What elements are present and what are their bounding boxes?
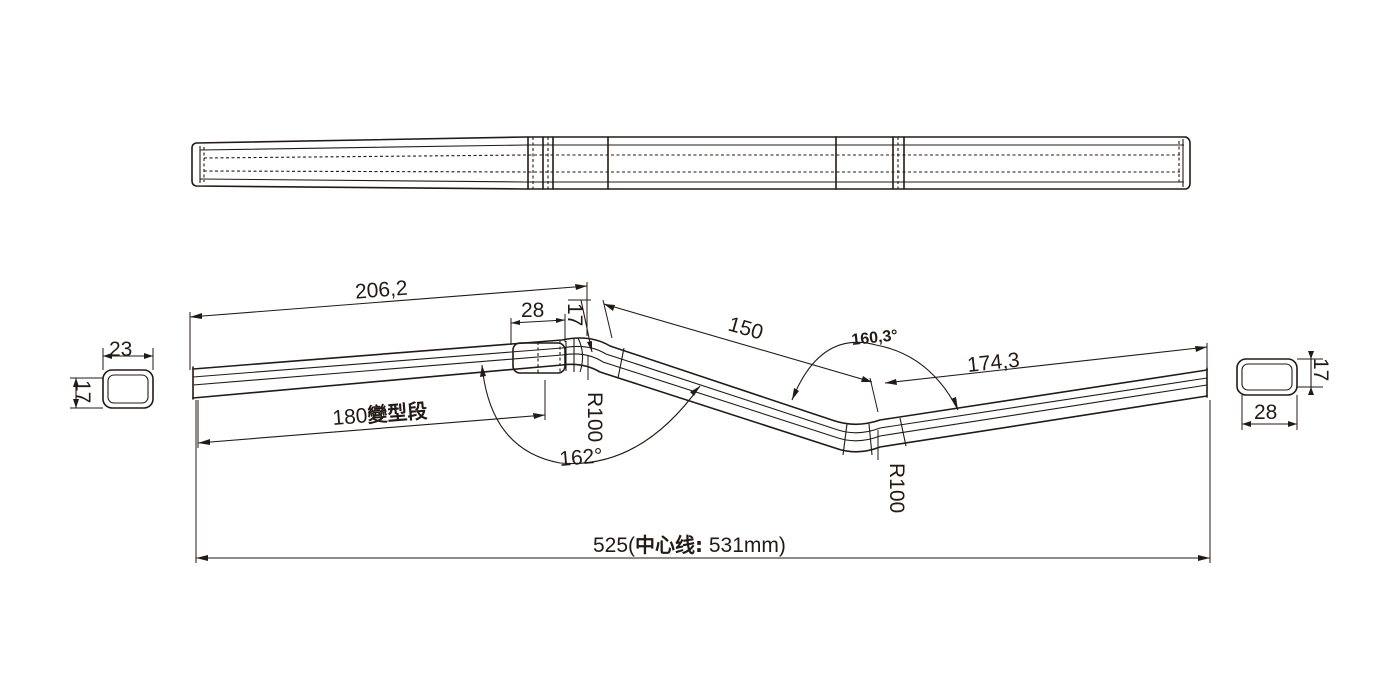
dim-overall-centerline-value: 531mm) xyxy=(703,534,786,557)
svg-text:180變型段: 180變型段 xyxy=(332,399,429,430)
dim-flat-section-value: 180 xyxy=(332,404,369,430)
dim-rise-angle: 160,3° xyxy=(851,327,899,349)
dim-main-length: 206,2 xyxy=(354,277,408,304)
right-section-height: 17 xyxy=(1309,358,1332,381)
dimension-lines xyxy=(189,282,1211,563)
dim-bend-radius-left: R100 xyxy=(583,392,606,442)
dim-overall-width: 525(中心线: 531mm) xyxy=(593,533,786,557)
dim-bend-angle-left: 162° xyxy=(558,444,603,471)
front-view-bar xyxy=(192,337,1208,456)
dim-flat-section: 180變型段 xyxy=(332,399,429,430)
dim-overall-width-value: 525( xyxy=(593,534,635,557)
left-section-view xyxy=(70,348,154,409)
dim-bend-radius-right: R100 xyxy=(885,463,908,513)
dim-overall-centerline-label: 中心线: xyxy=(635,533,703,557)
dim-clamp-height: 17 xyxy=(563,303,586,326)
left-section-width: 23 xyxy=(109,338,132,361)
dim-grip-length: 174,3 xyxy=(966,349,1021,377)
right-section-view xyxy=(1236,351,1323,430)
left-section-height: 17 xyxy=(71,380,94,403)
dim-clamp-width: 28 xyxy=(521,299,544,322)
right-section-width: 28 xyxy=(1254,401,1277,424)
dim-rise-length: 150 xyxy=(726,313,766,345)
top-view xyxy=(191,136,1191,190)
dim-flat-section-suffix: 變型段 xyxy=(366,399,428,428)
